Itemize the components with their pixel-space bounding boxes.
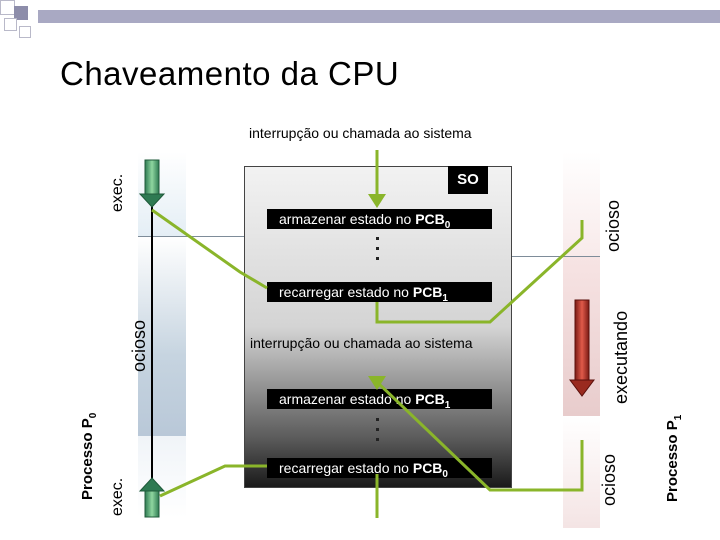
- step-save-pcb0: armazenar estado no PCB0: [267, 209, 492, 231]
- decor-square: [14, 6, 28, 20]
- p0-state-idle: ocioso: [129, 319, 149, 372]
- flow-arrow-from-p1: [368, 376, 584, 492]
- p0-state-exec-top: exec.: [109, 173, 126, 212]
- decor-square: [19, 26, 31, 38]
- so-label: SO: [448, 166, 488, 194]
- p0-exec-bar-bottom: [138, 477, 166, 518]
- header-bar: [38, 10, 720, 23]
- flow-arrow-to-p1: [375, 220, 584, 324]
- continuation-dots: [376, 237, 380, 267]
- p1-state-idle-top: ocioso: [603, 199, 623, 252]
- p0-idle-panel: [138, 236, 186, 436]
- flow-arrow-top: [368, 150, 386, 208]
- step-save-pcb1: armazenar estado no PCB1: [267, 389, 492, 411]
- flow-arrow-from-p0: [151, 208, 268, 290]
- process-p0-label: Processo P0: [79, 412, 99, 500]
- decor-square: [4, 18, 17, 31]
- p0-timeline: [151, 200, 153, 510]
- page-title: Chaveamento da CPU: [60, 55, 400, 92]
- continuation-dots: [376, 418, 380, 448]
- top-interrupt-caption: interrupção ou chamada ao sistema: [249, 125, 472, 141]
- p1-exec-bar: [569, 299, 595, 397]
- process-p1-label: Processo P1: [664, 414, 684, 502]
- middle-interrupt-caption: interrupção ou chamada ao sistema: [250, 335, 473, 351]
- p0-exec-bar-top: [138, 159, 166, 208]
- p1-state-idle-bottom: ocioso: [599, 453, 619, 506]
- step-load-pcb1: recarregar estado no PCB1: [267, 282, 492, 304]
- separator-line: [512, 256, 600, 257]
- p0-state-exec-bottom: exec.: [109, 477, 126, 516]
- step-load-pcb0: recarregar estado no PCB0: [267, 458, 492, 480]
- flow-arrow-to-p0: [159, 464, 267, 498]
- p1-state-exec: executando: [611, 310, 631, 404]
